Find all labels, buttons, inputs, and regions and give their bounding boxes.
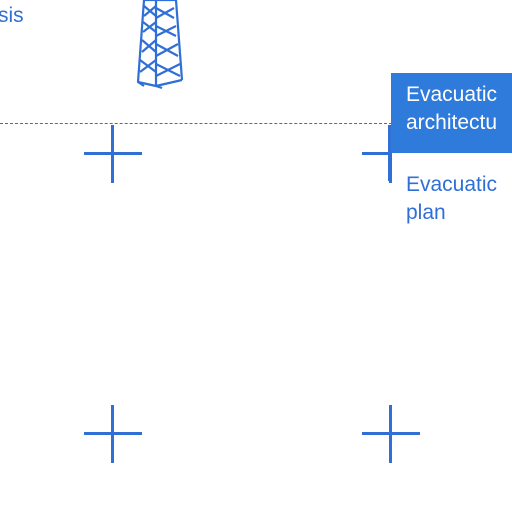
transmission-tower-icon[interactable] [130, 0, 192, 92]
plan-node-line1: Evacuatic [406, 173, 498, 196]
partial-label: sis [0, 4, 24, 28]
node-left-edge [388, 125, 391, 181]
node-evacuation-plan[interactable]: Evacuatic plan [406, 171, 497, 227]
selected-node-line1: Evacuatic [406, 83, 498, 106]
selected-node-line2: architectu [406, 111, 498, 134]
plan-node-line2: plan [406, 201, 446, 224]
plus-crosshair-icon[interactable] [84, 125, 142, 183]
selected-node-evacuation-architecture[interactable]: Evacuatic architectu [391, 73, 512, 153]
plus-crosshair-icon[interactable] [362, 405, 420, 463]
partial-label-text: sis [0, 4, 24, 27]
plus-crosshair-icon[interactable] [84, 405, 142, 463]
dashed-connector [0, 123, 392, 124]
